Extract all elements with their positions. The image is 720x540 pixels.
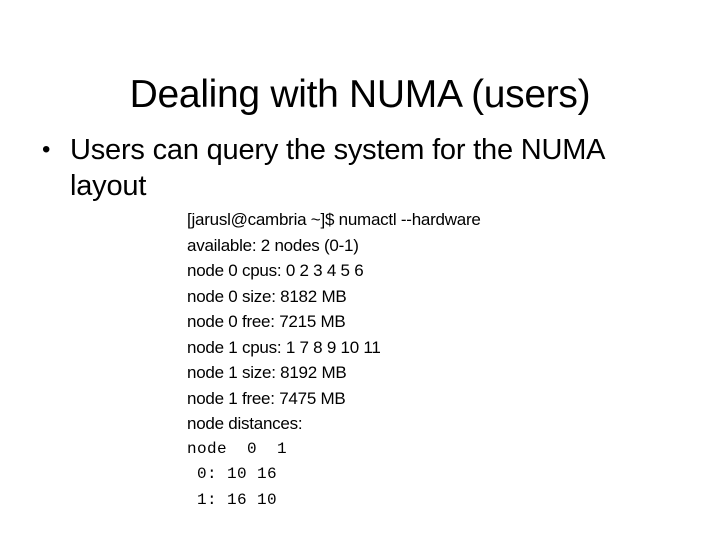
terminal-line-distance-row-0: 0: 10 16 [187, 465, 278, 483]
terminal-line-distance-row-1: 1: 16 10 [187, 490, 278, 509]
terminal-line-node0-free: node 0 free: 7215 MB [187, 312, 346, 331]
terminal-line-prompt: [jarusl@cambria ~]$ numactl --hardware [187, 210, 481, 229]
terminal-line-node-distances: node distances: [187, 414, 303, 433]
terminal-line-distance-header: node 0 1 [187, 439, 288, 458]
bullet-dot-icon: • [42, 136, 51, 163]
terminal-transcript: [jarusl@cambria ~]$ numactl --hardware a… [187, 207, 607, 513]
terminal-line-node1-size: node 1 size: 8192 MB [187, 363, 347, 382]
terminal-line-node1-free: node 1 free: 7475 MB [187, 388, 346, 408]
terminal-line-node1-cpus: node 1 cpus: 1 7 8 9 10 11 [187, 337, 381, 357]
terminal-line-node0-cpus: node 0 cpus: 0 2 3 4 5 6 [187, 261, 364, 280]
list-item: • Users can query the system for the NUM… [34, 132, 674, 204]
terminal-line-available: available: 2 nodes (0-1) [187, 235, 359, 255]
terminal-line-node0-size: node 0 size: 8182 MB [187, 286, 347, 306]
page-title: Dealing with NUMA (users) [129, 73, 591, 117]
bullet-item-label: Users can query the system for the NUMA … [70, 134, 604, 202]
bullet-list: • Users can query the system for the NUM… [34, 132, 674, 204]
